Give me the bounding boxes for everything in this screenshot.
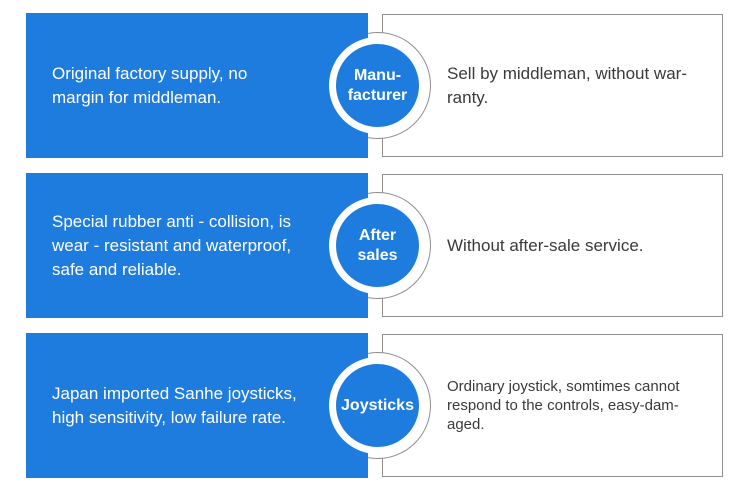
category-badge-manufacturer: Manu- facturer xyxy=(329,37,426,134)
ours-text: Original factory supply, no margin for m… xyxy=(52,63,248,107)
theirs-panel: Without after-sale service. xyxy=(382,174,723,317)
comparison-row-manufacturer: Original factory supply, no margin for m… xyxy=(0,13,750,158)
comparison-row-after-sales: Special rubber anti - collision, is wear… xyxy=(0,173,750,318)
category-label: Manu- facturer xyxy=(347,66,408,104)
ours-text: Japan imported Sanhe joysticks, high sen… xyxy=(52,383,297,427)
comparison-row-joysticks: Japan imported Sanhe joysticks, high sen… xyxy=(0,333,750,478)
theirs-text: Sell by middleman, without war- ranty. xyxy=(447,63,687,107)
ours-panel: Special rubber anti - collision, is wear… xyxy=(26,173,368,318)
category-label: After sales xyxy=(357,226,398,264)
theirs-panel: Sell by middleman, without war- ranty. xyxy=(382,14,723,157)
category-badge-after-sales: After sales xyxy=(329,197,426,294)
theirs-text: Without after-sale service. xyxy=(447,235,644,255)
category-badge-joysticks: Joysticks xyxy=(329,357,426,454)
theirs-text: Ordinary joystick, somtimes cannot respo… xyxy=(447,378,680,433)
ours-panel: Japan imported Sanhe joysticks, high sen… xyxy=(26,333,368,478)
category-label: Joysticks xyxy=(341,396,414,414)
theirs-panel: Ordinary joystick, somtimes cannot respo… xyxy=(382,334,723,477)
ours-panel: Original factory supply, no margin for m… xyxy=(26,13,368,158)
ours-text: Special rubber anti - collision, is wear… xyxy=(52,211,292,279)
